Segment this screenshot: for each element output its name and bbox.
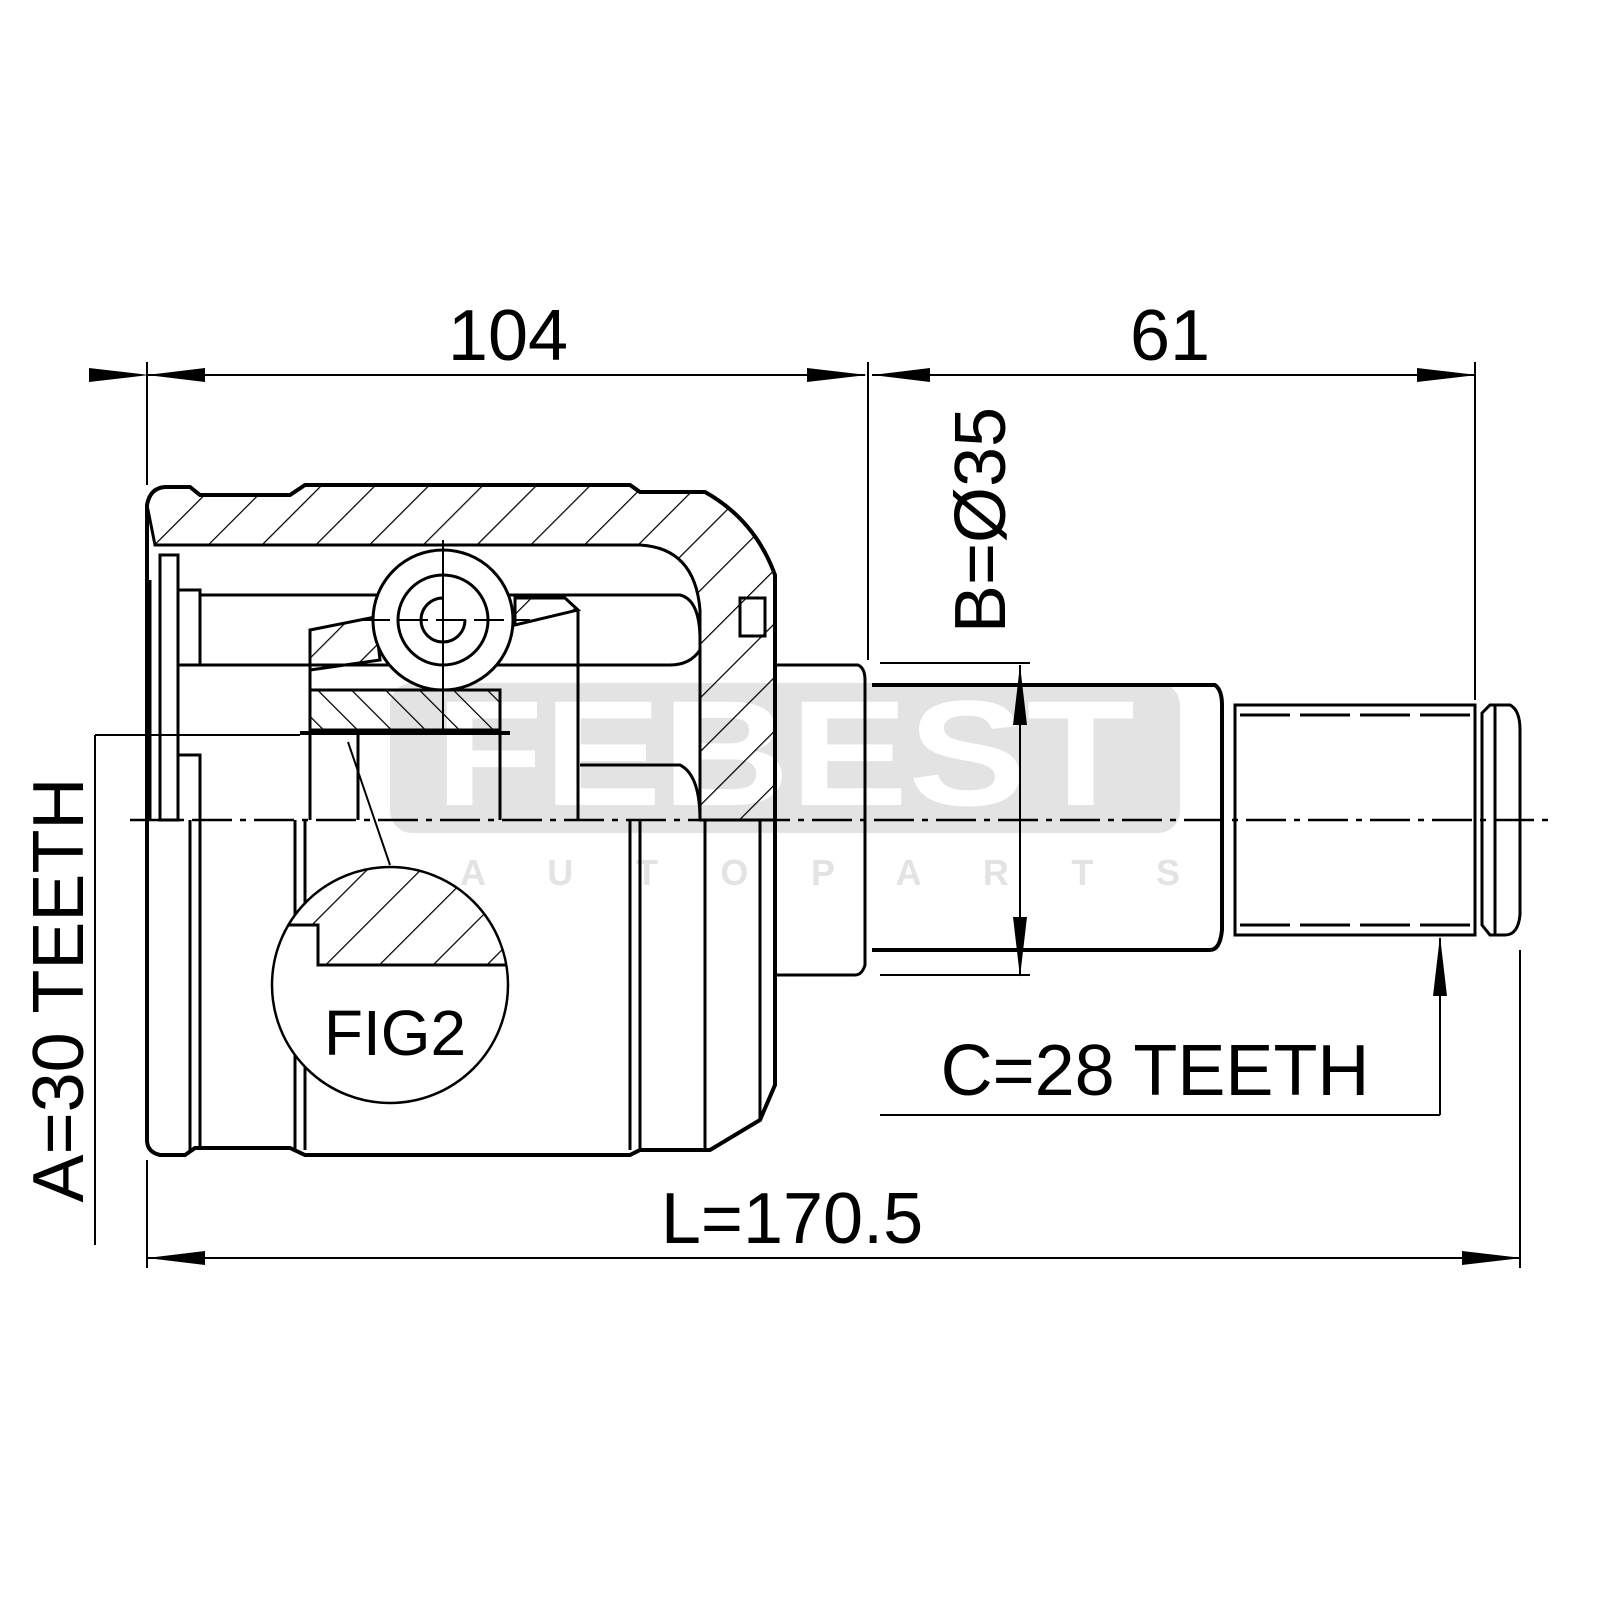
fig2-label: FIG2 bbox=[324, 997, 466, 1069]
dimension-lines bbox=[89, 362, 1522, 1268]
svg-text:A U T O P A R T S: A U T O P A R T S bbox=[460, 852, 1180, 893]
dim-seal-diameter: B=Ø35 bbox=[941, 407, 1021, 633]
watermark-logo: FEBEST A U T O P A R T S bbox=[390, 669, 1180, 893]
part-outline bbox=[145, 483, 1522, 1157]
dim-housing-length: 104 bbox=[448, 296, 568, 376]
dim-inner-spline: A=30 TEETH bbox=[19, 778, 99, 1203]
dim-total-length: L=170.5 bbox=[661, 1179, 923, 1259]
svg-text:FEBEST: FEBEST bbox=[435, 669, 1135, 837]
dim-outer-spline: C=28 TEETH bbox=[941, 1031, 1370, 1111]
dim-shaft-length: 61 bbox=[1130, 296, 1210, 376]
fig2-detail: FIG2 bbox=[270, 865, 510, 1105]
